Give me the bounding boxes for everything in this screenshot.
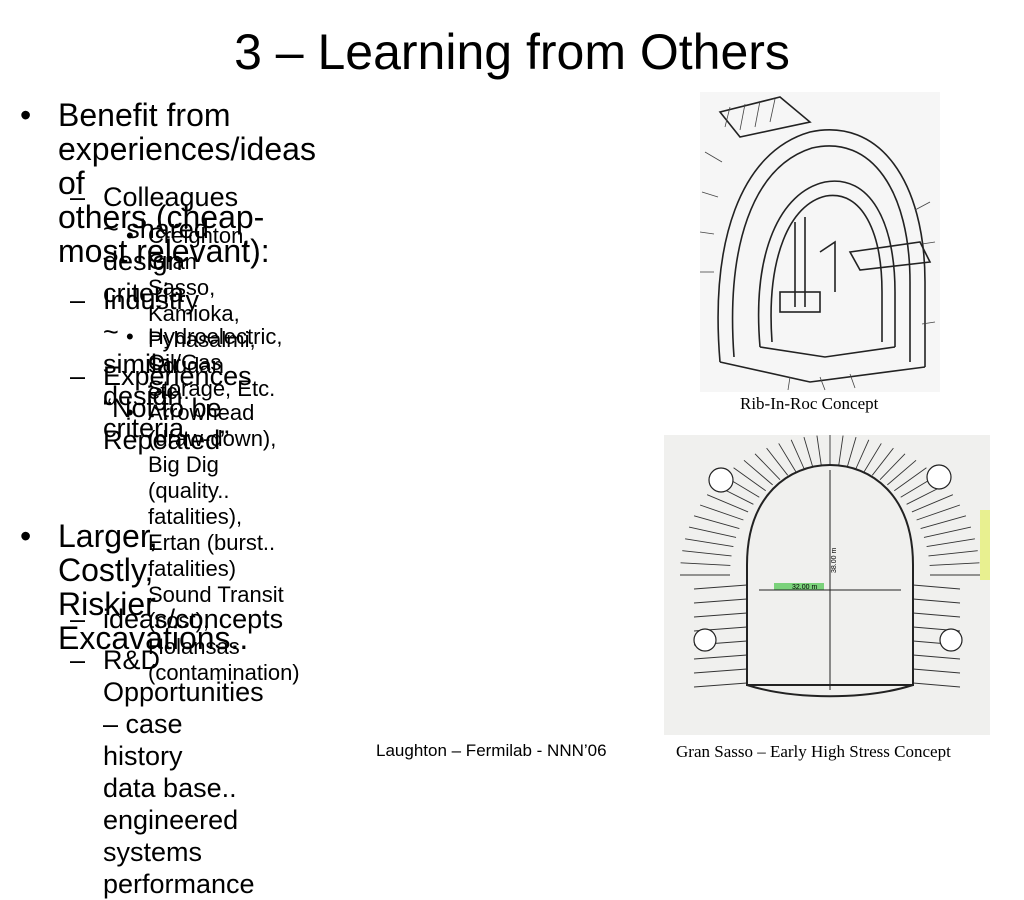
bullet-marker: • xyxy=(126,324,134,349)
rock-bolt-line xyxy=(912,598,961,604)
rock-bolt-line xyxy=(706,494,749,513)
bullet-line: Larger, Costly, Riskier xyxy=(58,518,158,622)
rock-bolt-line xyxy=(912,668,961,674)
rock-bolt-line xyxy=(838,435,844,466)
bullet-line: R&D Opportunities – case history xyxy=(103,645,264,771)
subbullet-experiences: – Experiences “Not to be Repeated” xyxy=(70,360,252,456)
rock-bolt-line xyxy=(816,435,822,466)
rock-bolt-line xyxy=(926,538,975,547)
gran-sasso-cross-section: 32.00 m 38.00 m xyxy=(664,435,990,735)
dash-marker: – xyxy=(70,361,86,391)
rock-bolt-line xyxy=(894,467,927,492)
rock-bolt-line xyxy=(693,654,748,660)
subsubbullet-hydro: • Hydroelectric, Oil/Gas Storage, Etc. xyxy=(126,324,283,402)
bullet-marker: • xyxy=(126,400,134,425)
rib-in-roc-figure xyxy=(700,92,940,392)
bullet-line: Arrowhead (draw-down), Big Dig xyxy=(148,400,277,477)
bullet-line: (contamination) xyxy=(148,660,300,685)
bullet-line: Benefit from experiences/ideas of xyxy=(58,97,316,201)
bullet-marker: • xyxy=(20,518,32,554)
rock-bolt-line xyxy=(699,504,744,521)
width-dimension-label: 32.00 m xyxy=(792,584,817,591)
bullet-marker: • xyxy=(126,223,134,248)
bullet-line: Creighton, Gran Sasso, Kamioka, xyxy=(148,223,250,326)
rock-bolt-line xyxy=(733,467,766,492)
bullet-line: performance xyxy=(103,869,255,899)
rock-bolt-line xyxy=(693,668,748,674)
rock-bolt-line xyxy=(871,447,894,476)
subbullet-ideas: – ideas/concepts xyxy=(70,603,284,635)
rock-bolt-line xyxy=(685,538,734,547)
rock-bolt-line xyxy=(912,682,961,688)
bullet-line: fatalities) Sound Transit (cost), Holans… xyxy=(148,556,284,659)
subsubbullet-labs: • Creighton, Gran Sasso, Kamioka, Pyhasa… xyxy=(126,223,256,405)
bullet-benefit: • Benefit from experiences/ideas of othe… xyxy=(20,97,316,269)
rock-bolt-line xyxy=(766,447,789,476)
rock-bolt-line xyxy=(693,584,748,590)
dash-marker: – xyxy=(70,285,86,315)
rock-bolt-line xyxy=(693,612,748,618)
subbullet-colleagues: – Colleagues ~ shared design criteria xyxy=(70,181,239,309)
bullet-line: Colleagues ~ shared design criteria xyxy=(103,182,239,308)
gran-sasso-caption: Gran Sasso – Early High Stress Concept xyxy=(676,742,951,761)
rock-bolt-line xyxy=(863,443,882,472)
bullet-line: Industry ~ similar design criteria xyxy=(103,285,200,443)
bullet-marker: • xyxy=(20,97,32,133)
rib-in-roc-caption: Rib-In-Roc Concept xyxy=(740,394,879,413)
slide-footer: Laughton – Fermilab - NNN’06 xyxy=(376,741,607,760)
subbullet-industry: – Industry ~ similar design criteria xyxy=(70,284,200,444)
dash-marker: – xyxy=(70,604,86,634)
bullet-line: Experiences “Not to be Repeated” xyxy=(103,361,252,455)
rock-bolt-line xyxy=(912,584,961,590)
rock-bolt-line xyxy=(923,526,972,538)
subsubbullet-arrowhead: • Arrowhead (draw-down), Big Dig (qualit… xyxy=(126,400,300,686)
bullet-line: others (cheap-most relevant): xyxy=(58,199,270,269)
rock-bolt-line xyxy=(790,439,805,469)
height-dimension-label: 38.00 m xyxy=(831,548,838,573)
rib-in-roc-sketch xyxy=(700,92,940,392)
rock-bolt-line xyxy=(754,453,781,481)
bullet-line: Excavations.. xyxy=(58,620,249,656)
bullet-line: data base.. engineered systems xyxy=(103,773,239,867)
rock-bolt-line xyxy=(743,459,773,486)
rock-bolt-line xyxy=(855,439,870,469)
bullet-larger: • Larger, Costly, Riskier Excavations.. xyxy=(20,518,249,656)
rock-bolt-line xyxy=(803,437,814,467)
bullet-line: (quality.. fatalities), Ertan (burst.. xyxy=(148,478,276,555)
rock-bolt-line xyxy=(693,515,740,529)
rock-bolt-line xyxy=(887,459,917,486)
gran-sasso-figure: 32.00 m 38.00 m xyxy=(664,435,990,735)
rock-bolt-line xyxy=(688,526,737,538)
rock-bolt-line xyxy=(693,682,748,688)
rock-bolt-line xyxy=(916,504,961,521)
rock-bolt-line xyxy=(778,443,797,472)
bullet-line: Hydroelectric, Oil/Gas Storage, Etc. xyxy=(148,324,283,401)
bullet-line: Pyhasalmi, Soudan etc.. xyxy=(148,327,256,404)
dash-marker: – xyxy=(70,182,86,212)
rock-bolt-line xyxy=(846,437,857,467)
rock-bolt-line xyxy=(682,550,732,557)
rock-bolt-line xyxy=(879,453,906,481)
slide-title: 3 – Learning from Others xyxy=(234,24,790,80)
subbullet-rnd: – R&D Opportunities – case history data … xyxy=(70,644,264,900)
rock-bolt-line xyxy=(680,562,731,566)
rock-bolt-line xyxy=(920,515,967,529)
rock-bolt-line xyxy=(912,654,961,660)
rock-bolt-line xyxy=(693,598,748,604)
bullet-line: ideas/concepts xyxy=(103,604,284,634)
rock-bolt-line xyxy=(928,550,978,557)
dash-marker: – xyxy=(70,645,86,675)
rock-bolt-line xyxy=(912,612,961,618)
rock-bolt-line xyxy=(911,494,954,513)
rock-bolt-line xyxy=(929,562,980,566)
